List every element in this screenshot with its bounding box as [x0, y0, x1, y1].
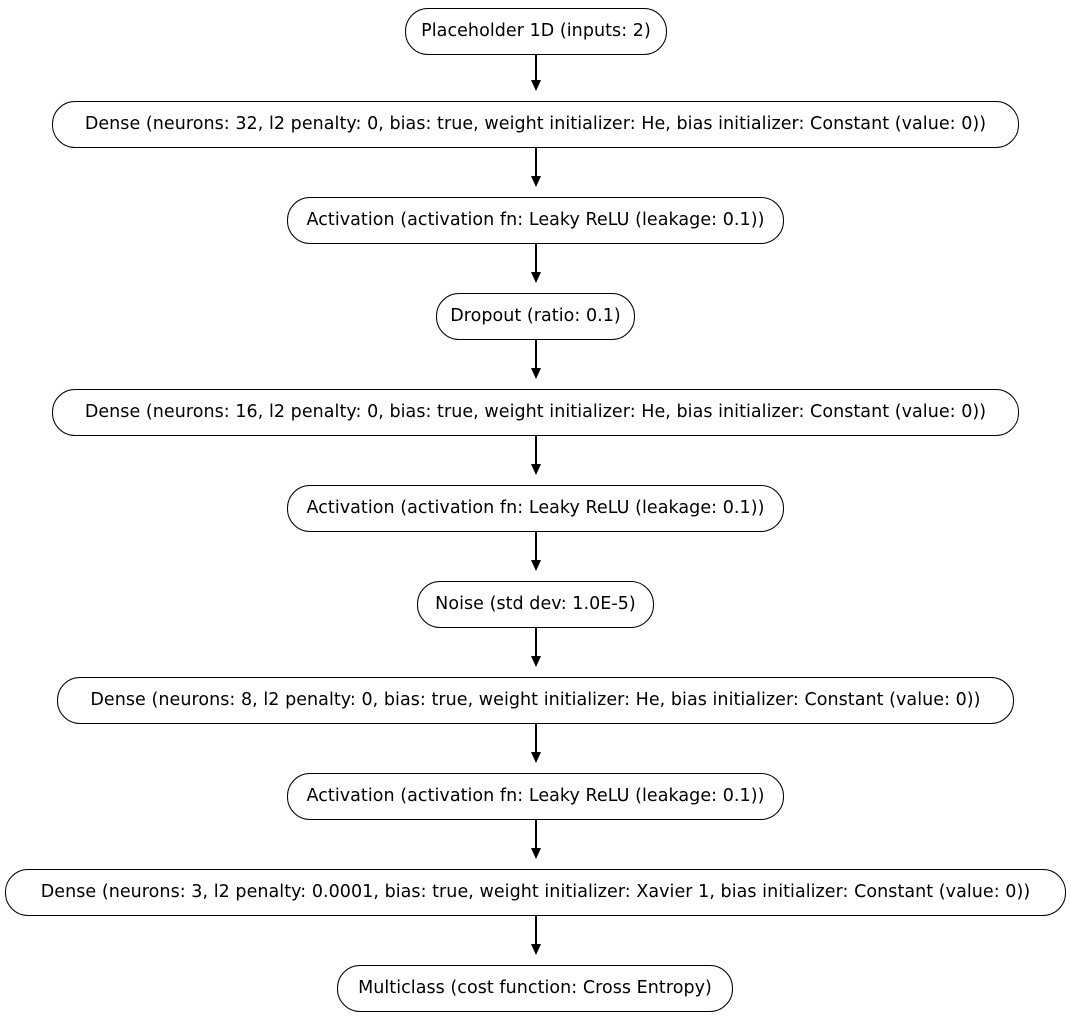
edge-line — [535, 532, 537, 561]
arrowhead-icon — [531, 560, 541, 571]
arrowhead-icon — [531, 368, 541, 379]
node-activation1[interactable]: Activation (activation fn: Leaky ReLU (l… — [287, 197, 784, 244]
edge-line — [535, 628, 537, 657]
node-label-activation3: Activation (activation fn: Leaky ReLU (l… — [306, 785, 765, 806]
node-placeholder[interactable]: Placeholder 1D (inputs: 2) — [405, 8, 667, 55]
node-dense3[interactable]: Dense (neurons: 3, l2 penalty: 0.0001, b… — [5, 869, 1066, 916]
node-activation3[interactable]: Activation (activation fn: Leaky ReLU (l… — [287, 773, 784, 820]
node-dropout[interactable]: Dropout (ratio: 0.1) — [436, 293, 635, 340]
arrowhead-icon — [531, 176, 541, 187]
node-label-dropout: Dropout (ratio: 0.1) — [450, 305, 621, 326]
edge-line — [535, 340, 537, 369]
arrowhead-icon — [531, 848, 541, 859]
edge-line — [535, 244, 537, 273]
node-label-dense8: Dense (neurons: 8, l2 penalty: 0, bias: … — [90, 689, 981, 710]
node-label-dense16: Dense (neurons: 16, l2 penalty: 0, bias:… — [84, 401, 987, 422]
edge-line — [535, 820, 537, 849]
arrowhead-icon — [531, 464, 541, 475]
node-dense16[interactable]: Dense (neurons: 16, l2 penalty: 0, bias:… — [52, 389, 1019, 436]
node-label-activation2: Activation (activation fn: Leaky ReLU (l… — [306, 497, 765, 518]
node-label-noise: Noise (std dev: 1.0E-5) — [435, 593, 636, 614]
arrowhead-icon — [531, 656, 541, 667]
node-label-placeholder: Placeholder 1D (inputs: 2) — [421, 20, 651, 41]
node-label-dense32: Dense (neurons: 32, l2 penalty: 0, bias:… — [84, 113, 987, 134]
edge-line — [535, 724, 537, 753]
arrowhead-icon — [531, 752, 541, 763]
node-dense32[interactable]: Dense (neurons: 32, l2 penalty: 0, bias:… — [52, 101, 1019, 148]
node-label-activation1: Activation (activation fn: Leaky ReLU (l… — [306, 209, 765, 230]
edge-line — [535, 436, 537, 465]
node-label-multiclass: Multiclass (cost function: Cross Entropy… — [358, 977, 712, 998]
arrowhead-icon — [531, 272, 541, 283]
node-noise[interactable]: Noise (std dev: 1.0E-5) — [417, 581, 654, 628]
node-dense8[interactable]: Dense (neurons: 8, l2 penalty: 0, bias: … — [57, 677, 1014, 724]
node-label-dense3: Dense (neurons: 3, l2 penalty: 0.0001, b… — [40, 881, 1031, 902]
node-multiclass[interactable]: Multiclass (cost function: Cross Entropy… — [337, 965, 733, 1012]
edge-line — [535, 916, 537, 945]
arrowhead-icon — [531, 80, 541, 91]
arrowhead-icon — [531, 944, 541, 955]
edge-line — [535, 55, 537, 81]
edge-line — [535, 148, 537, 177]
node-activation2[interactable]: Activation (activation fn: Leaky ReLU (l… — [287, 485, 784, 532]
